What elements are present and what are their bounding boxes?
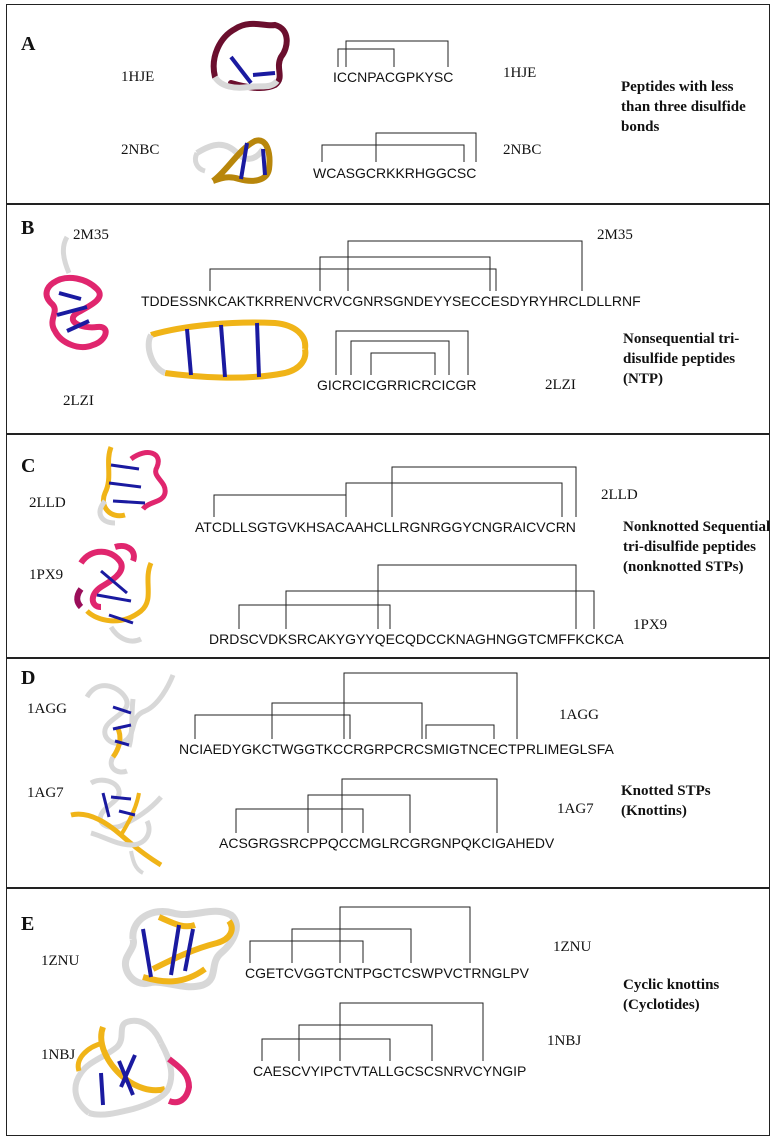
pdb-id-right: 2LLD <box>601 487 638 503</box>
peptide-sequence: GICRCICGRRICRCICGR <box>317 377 477 393</box>
pdb-id-right: 1AG7 <box>557 801 594 817</box>
panel-letter: C <box>21 455 36 477</box>
structure-2lzi <box>145 319 309 381</box>
pdb-id-right: 2M35 <box>597 227 633 243</box>
panel-letter: E <box>21 913 35 935</box>
category-label: Knotted STPs (Knottins) <box>621 783 711 819</box>
pdb-id-left: 2NBC <box>121 142 160 158</box>
peptide-sequence: CAESCVYIPCTVTALLGCSCSNRVCYNGIP <box>253 1063 527 1079</box>
panel-letter: D <box>21 667 36 689</box>
pdb-id-left: 2LZI <box>63 393 94 409</box>
structure-1hje <box>210 20 290 92</box>
category-label: Cyclic knottins (Cyclotides) <box>623 977 720 1013</box>
pdb-id-right: 2LZI <box>545 377 576 393</box>
panel-d: D 1AGG 1AG7 NCIAEDYGKCTWGGTK <box>6 658 770 888</box>
peptide-sequence: WCASGCRKKRHGGCSC <box>313 165 477 181</box>
pdb-id-left: 1ZNU <box>41 953 80 969</box>
category-label: Nonknotted Sequential tri-disulfide pept… <box>623 519 771 575</box>
pdb-id-left: 2M35 <box>73 227 109 243</box>
structure-2lld <box>97 446 168 526</box>
peptide-sequence: ACSGRGSRCPPQCCMGLRCGRGNPQKCIGAHEDV <box>219 835 555 851</box>
pdb-id-left: 1NBJ <box>41 1047 76 1063</box>
peptide-sequence: ATCDLLSGTGVKHSACAAHCLLRGNRGGYCNGRAICVCRN <box>195 519 576 535</box>
pdb-id-left: 1AG7 <box>27 785 64 801</box>
pdb-id-right: 2NBC <box>503 142 542 158</box>
disulfide-links <box>321 40 477 162</box>
category-label: Nonsequential tri-disulfide peptides (NT… <box>623 331 740 387</box>
pdb-id-right: 1HJE <box>503 65 537 81</box>
panel-b: B 2M35 2LZI TDDESSNKCAKTKRRENVCRVCGNRSGN… <box>6 204 770 434</box>
panel-letter: B <box>21 217 35 239</box>
pdb-id-left: 2LLD <box>29 495 66 511</box>
panel-letter: A <box>21 33 36 55</box>
category-label: Peptides with less than three disulfide … <box>621 79 746 135</box>
disulfide-links <box>194 672 518 833</box>
panel-a: A 1HJE 2NBC ICCNPACGPKYSC WCASGCRKKRHGGC… <box>6 4 770 204</box>
disulfide-links <box>249 906 484 1061</box>
structure-1znu <box>122 907 240 991</box>
structure-1ag7 <box>70 777 163 875</box>
pdb-id-right: 1NBJ <box>547 1033 582 1049</box>
peptide-sequence: CGETCVGGTCNTPGCTCSWPVCTRNGLPV <box>245 965 529 981</box>
structure-2m35 <box>43 235 109 351</box>
panel-c: C 2LLD 1PX9 ATCDLLSGTGVKHSACAAHCLLRGNRGG <box>6 434 770 658</box>
structure-2nbc <box>192 137 273 184</box>
peptide-sequence: DRDSCVDKSRCAKYGYYQECQDCCKNAGHNGGTCMFFKCK… <box>209 631 624 647</box>
structure-1px9 <box>74 543 154 644</box>
disulfide-links <box>213 466 595 629</box>
peptide-sequence: ICCNPACGPKYSC <box>333 69 454 85</box>
disulfide-links <box>209 240 583 375</box>
pdb-id-right: 1PX9 <box>633 617 668 633</box>
structure-1agg <box>84 674 176 775</box>
structure-1nbj <box>72 1017 193 1118</box>
peptide-sequence: TDDESSNKCAKTKRRENVCRVCGNRSGNDEYYSECCESDY… <box>141 293 641 309</box>
pdb-id-right: 1AGG <box>559 707 599 723</box>
panel-e: E 1ZNU 1NBJ CGETCVGGTCNTPGCTCSWPVCT <box>6 888 770 1136</box>
pdb-id-left: 1AGG <box>27 701 67 717</box>
pdb-id-left: 1HJE <box>121 69 155 85</box>
pdb-id-left: 1PX9 <box>29 567 64 583</box>
pdb-id-right: 1ZNU <box>553 939 592 955</box>
peptide-sequence: NCIAEDYGKCTWGGTKCCRGRPCRCSMIGTNCECTPRLIM… <box>179 741 614 757</box>
